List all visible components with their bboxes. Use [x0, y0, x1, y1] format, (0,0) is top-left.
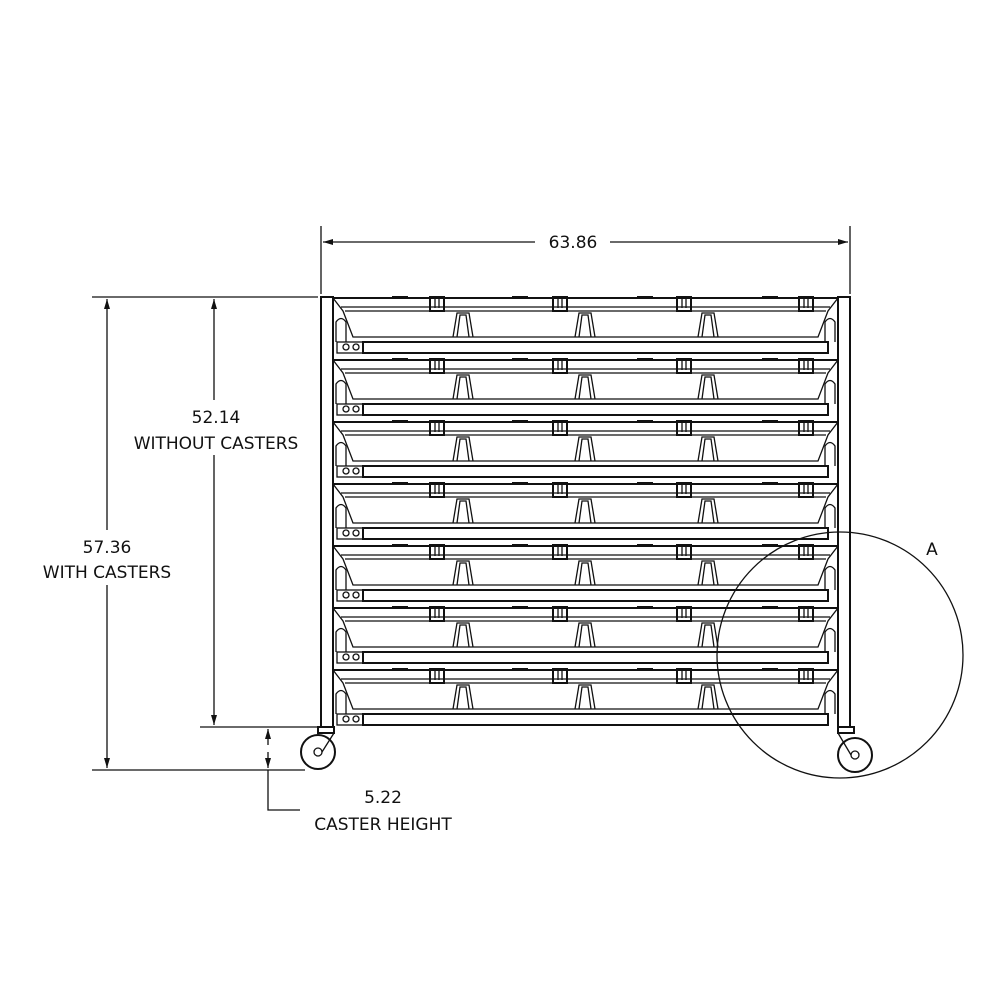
- bin-divider: [697, 622, 719, 648]
- bin-clip: [676, 544, 692, 560]
- shelf: [332, 606, 839, 664]
- left-post: [320, 296, 334, 728]
- bin-clip: [552, 544, 568, 560]
- bin-divider: [697, 498, 719, 524]
- bin-clip: [798, 544, 814, 560]
- shelf: [332, 420, 839, 478]
- bin-clip: [429, 668, 445, 684]
- detail-label: A: [926, 540, 938, 560]
- shelves: [332, 296, 839, 726]
- shelf: [332, 296, 839, 354]
- height-without-casters-dimension: 52.14 WITHOUT CASTERS: [134, 299, 299, 725]
- bin-divider: [574, 436, 596, 462]
- left-caster: [300, 726, 336, 770]
- bin-divider: [697, 560, 719, 586]
- bin-clip: [552, 358, 568, 374]
- bin-divider: [697, 436, 719, 462]
- bin-clip: [676, 606, 692, 622]
- bin-divider: [452, 436, 474, 462]
- bin-divider: [574, 374, 596, 400]
- height-with-casters-value: 57.36: [83, 538, 132, 558]
- bin-clip: [798, 668, 814, 684]
- bin-clip: [676, 668, 692, 684]
- right-caster: [837, 726, 873, 773]
- bin-clip: [676, 420, 692, 436]
- bin-divider: [452, 312, 474, 338]
- bin-divider: [697, 312, 719, 338]
- detail-circle: [716, 531, 964, 779]
- bin-clip: [429, 544, 445, 560]
- right-post: [837, 296, 851, 728]
- bin-divider: [574, 560, 596, 586]
- caster-height-dimension: 5.22 CASTER HEIGHT: [265, 729, 452, 835]
- caster-height-value: 5.22: [364, 788, 402, 808]
- bin-divider: [574, 684, 596, 710]
- bin-clip: [798, 420, 814, 436]
- bin-clip: [552, 296, 568, 312]
- height-with-casters-dimension: 57.36 WITH CASTERS: [43, 299, 171, 768]
- shelf: [332, 358, 839, 416]
- caster-height-label: CASTER HEIGHT: [314, 815, 452, 835]
- bin-clip: [429, 358, 445, 374]
- bin-divider: [452, 374, 474, 400]
- bin-divider: [697, 374, 719, 400]
- bin-clip: [429, 296, 445, 312]
- bin-clip: [798, 482, 814, 498]
- bin-clip: [798, 296, 814, 312]
- bin-clip: [552, 668, 568, 684]
- bin-divider: [574, 622, 596, 648]
- bin-divider: [452, 684, 474, 710]
- height-with-casters-label: WITH CASTERS: [43, 563, 171, 583]
- bin-divider: [452, 622, 474, 648]
- shelf: [332, 544, 839, 602]
- bin-clip: [429, 606, 445, 622]
- bin-clip: [676, 482, 692, 498]
- bin-clip: [552, 482, 568, 498]
- height-without-casters-value: 52.14: [192, 408, 241, 428]
- bin-clip: [676, 358, 692, 374]
- bin-clip: [429, 482, 445, 498]
- bin-divider: [697, 684, 719, 710]
- bin-divider: [574, 312, 596, 338]
- bin-clip: [676, 296, 692, 312]
- width-dimension: 63.86: [320, 226, 851, 294]
- bin-clip: [798, 358, 814, 374]
- width-value: 63.86: [549, 233, 598, 253]
- shelf: [332, 668, 839, 726]
- bin-clip: [798, 606, 814, 622]
- bin-clip: [429, 420, 445, 436]
- shelf: [332, 482, 839, 540]
- bin-divider: [574, 498, 596, 524]
- bin-divider: [452, 498, 474, 524]
- bin-divider: [452, 560, 474, 586]
- height-without-casters-label: WITHOUT CASTERS: [134, 434, 299, 454]
- bin-clip: [552, 606, 568, 622]
- bin-clip: [552, 420, 568, 436]
